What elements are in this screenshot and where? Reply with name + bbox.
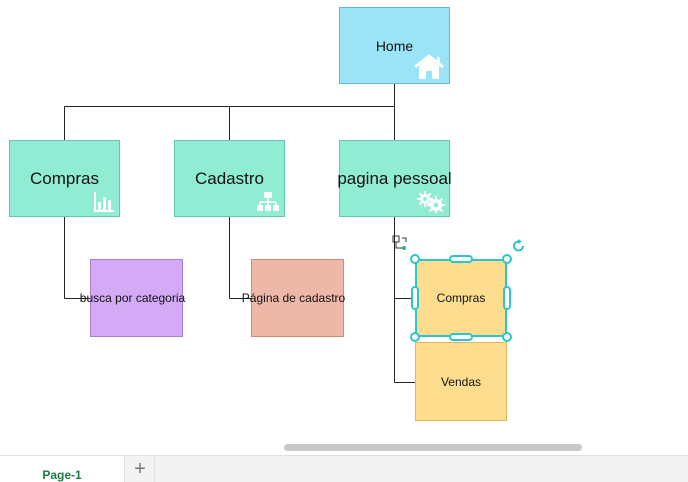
node-compras-sub-label: Compras <box>436 291 486 305</box>
node-pagina-de-cadastro-label: Página de cadastro <box>241 291 346 305</box>
resize-handle-left[interactable] <box>411 286 419 310</box>
resize-handle-bottom-left[interactable] <box>410 332 420 342</box>
node-vendas-label: Vendas <box>440 374 482 389</box>
node-home-label: Home <box>375 37 414 54</box>
gears-icon <box>417 191 445 213</box>
connector-tool-icon[interactable] <box>392 234 410 252</box>
node-pagina-pessoal[interactable]: pagina pessoal <box>337 140 452 217</box>
node-vendas[interactable]: Vendas <box>415 342 507 421</box>
horizontal-scrollbar[interactable] <box>284 444 582 451</box>
resize-handle-right[interactable] <box>503 286 511 310</box>
tab-page-1-label: Page-1 <box>42 468 82 482</box>
bar-chart-icon <box>94 192 114 212</box>
resize-handle-top-right[interactable] <box>502 254 512 264</box>
page-tabs-bar: Page-1 + <box>0 455 688 482</box>
node-cadastro[interactable]: Cadastro <box>174 140 285 217</box>
node-cadastro-label: Cadastro <box>195 168 264 188</box>
node-pagina-pessoal-label: pagina pessoal <box>337 168 452 188</box>
add-page-button[interactable]: + <box>126 456 155 482</box>
node-busca-por-categoria[interactable]: busca por categoria <box>80 259 185 337</box>
node-compras-label: Compras <box>30 168 99 188</box>
node-pagina-de-cadastro[interactable]: Página de cadastro <box>242 259 345 337</box>
diagram-canvas[interactable]: Home Compras Cadastro pagina pessoal <box>0 0 688 440</box>
resize-handle-top[interactable] <box>449 255 473 263</box>
node-busca-label: busca por categoria <box>79 291 186 305</box>
sitemap-icon <box>257 192 279 211</box>
resize-handle-top-left[interactable] <box>410 254 420 264</box>
resize-handle-bottom-right[interactable] <box>502 332 512 342</box>
resize-handle-bottom[interactable] <box>449 333 473 341</box>
house-icon <box>414 54 444 79</box>
connector-lines <box>64 84 415 383</box>
tab-page-1[interactable]: Page-1 <box>0 456 125 482</box>
node-compras-sub[interactable]: Compras <box>415 259 507 337</box>
node-compras[interactable]: Compras <box>9 140 120 217</box>
node-home[interactable]: Home <box>339 7 450 84</box>
rotate-icon[interactable] <box>512 239 526 253</box>
plus-icon: + <box>134 457 146 480</box>
